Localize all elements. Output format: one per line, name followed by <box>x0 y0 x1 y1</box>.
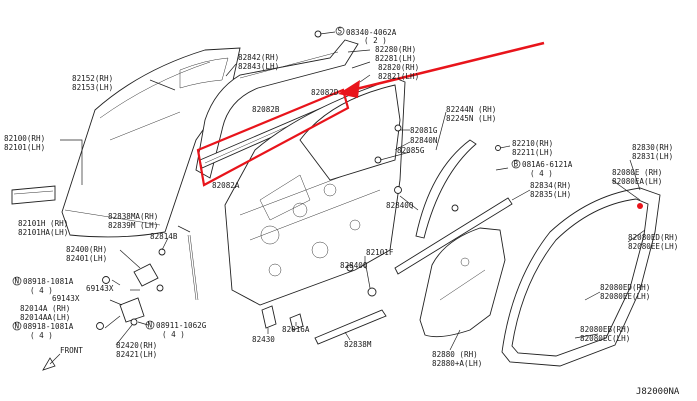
label-82831: 82831(LH) <box>632 152 673 161</box>
callout-markers: S B N N N <box>12 27 521 331</box>
label-82080ed: 82080ED(RH) <box>628 233 678 242</box>
label-82830: 82830(RH) <box>632 143 673 152</box>
label-82401: 82401(LH) <box>66 254 107 263</box>
hardware-parts <box>96 30 501 331</box>
rear-channel-82244n <box>415 139 477 239</box>
label-82280: 82280(RH) <box>375 45 416 54</box>
label-82245n: 82245N (LH) <box>446 114 496 123</box>
label-82082b: 82082B <box>252 105 280 114</box>
label-08911: 08911-1062G <box>156 321 207 330</box>
label-clip-qty: ( 4 ) <box>530 169 553 178</box>
label-82843: 82843(LH) <box>238 62 279 71</box>
garnish-82101h <box>11 185 56 205</box>
label-82880a: 82880+A(LH) <box>432 359 482 368</box>
label-82080e: 82080E (RH) <box>612 168 662 177</box>
label-82840q: 82840Q <box>386 201 414 210</box>
label-front: FRONT <box>60 346 83 355</box>
label-bolt-top-qty: ( 2 ) <box>364 36 387 45</box>
label-82153: 82153(LH) <box>72 83 113 92</box>
label-82840q-2: 82840Q <box>340 261 368 270</box>
label-qty-a: ( 4 ) <box>30 286 53 295</box>
label-82080ee-2: 82080EE(LH) <box>600 292 650 301</box>
label-82814b: 82814B <box>150 232 178 241</box>
label-82838ma: 82838MA(RH) <box>108 212 158 221</box>
label-82100: 82100(RH) <box>4 134 45 143</box>
label-82820: 82820(RH) <box>378 63 419 72</box>
window-sash <box>195 39 359 179</box>
label-82014aa: 82014AA(LH) <box>20 313 70 322</box>
label-82400: 82400(RH) <box>66 245 107 254</box>
label-82210: 82210(RH) <box>512 139 553 148</box>
label-82014a: 82014A (RH) <box>20 304 70 313</box>
label-82421: 82421(LH) <box>116 350 157 359</box>
weatherstrip-82834 <box>394 197 513 275</box>
svg-text:B: B <box>514 160 519 169</box>
label-82080ea: 82080EA(LH) <box>612 177 662 186</box>
label-82834: 82834(RH) <box>530 181 571 190</box>
lower-moulding-82838m <box>314 309 387 345</box>
leader-lines <box>60 31 646 351</box>
part-labels: 08340-4062A ( 2 ) 82280(RH) 82281(LH) 82… <box>4 28 680 397</box>
label-82842: 82842(RH) <box>238 53 279 62</box>
svg-text:N: N <box>15 322 20 331</box>
label-qty-b: ( 4 ) <box>30 331 53 340</box>
label-82838m: 82838M <box>344 340 372 349</box>
body-weatherstrip-82830 <box>501 187 661 367</box>
label-82101: 82101(LH) <box>4 143 45 152</box>
svg-text:S: S <box>338 27 343 36</box>
label-82880: 82880 (RH) <box>432 350 478 359</box>
label-82839m: 82839M (LH) <box>108 221 158 230</box>
diagram-code: J82000NA <box>636 387 680 397</box>
front-direction-arrow <box>42 353 61 371</box>
label-82101f: 82101F <box>366 248 394 257</box>
label-82281: 82281(LH) <box>375 54 416 63</box>
label-82244n: 82244N (RH) <box>446 105 496 114</box>
label-081a6: 081A6-6121A <box>522 160 573 169</box>
door-trim-82880 <box>419 227 506 338</box>
label-qty-c: ( 4 ) <box>162 330 185 339</box>
label-82420: 82420(RH) <box>116 341 157 350</box>
label-82835: 82835(LH) <box>530 190 571 199</box>
label-82085g: 82085G <box>397 146 425 155</box>
label-82152: 82152(RH) <box>72 74 113 83</box>
label-82081g: 82081G <box>410 126 438 135</box>
outer-door-panel <box>61 47 241 238</box>
label-82211: 82211(LH) <box>512 148 553 157</box>
label-69143x-b: 69143X <box>52 294 80 303</box>
label-82821: 82821(LH) <box>378 72 419 81</box>
label-82080ed-2: 82080ED(RH) <box>600 283 650 292</box>
label-82082d: 82082D <box>311 88 339 97</box>
label-08918-b: 08918-1081A <box>23 322 74 331</box>
highlight-annotation <box>196 41 545 187</box>
label-82101h: 82101H (RH) <box>18 219 68 228</box>
label-82101ha: 82101HA(LH) <box>18 228 68 237</box>
label-82082a: 82082A <box>212 181 240 190</box>
label-69143x-a: 69143X <box>86 284 114 293</box>
label-82080eb: 82080EB(RH) <box>580 325 630 334</box>
label-82016a: 82016A <box>282 325 310 334</box>
label-82080ec: 82080EC(LH) <box>580 334 630 343</box>
label-82080ee: 82080EE(LH) <box>628 242 678 251</box>
label-08918-a: 08918-1081A <box>23 277 74 286</box>
svg-text:N: N <box>148 321 153 330</box>
svg-text:N: N <box>15 277 20 286</box>
label-bolt-top: 08340-4062A <box>346 28 397 37</box>
label-82840n: 82840N <box>410 136 438 145</box>
label-82430: 82430 <box>252 335 275 344</box>
